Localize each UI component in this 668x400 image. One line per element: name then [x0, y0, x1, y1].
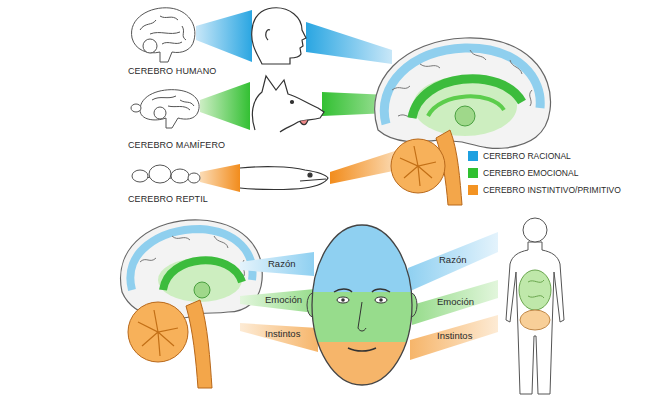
- legend-text: CEREBRO RACIONAL: [483, 151, 571, 161]
- sagittal-brain-small-part: [128, 302, 188, 362]
- light-beam-part: [306, 22, 392, 64]
- front-face-part: [379, 298, 383, 302]
- human-body: [506, 218, 564, 394]
- human-profile-part: [266, 30, 270, 40]
- front-face-part: [348, 348, 376, 351]
- front-face-part: [375, 297, 387, 303]
- light-beam-part: [240, 252, 314, 276]
- wolf-head-part: [300, 120, 308, 125]
- front-face-part: [300, 220, 430, 392]
- brain-caption: CEREBRO REPTIL: [128, 194, 208, 204]
- human-brain-sketch-part: [143, 39, 157, 53]
- reptile-brain-sketch-part: [149, 165, 171, 183]
- light-beam-part: [408, 232, 498, 292]
- human-body-part: [523, 218, 547, 242]
- snake-head-part: [308, 173, 312, 177]
- sagittal-brain-small-part: [158, 258, 242, 302]
- legend-text: CEREBRO INSTINTIVO/PRIMITIVO: [483, 185, 621, 195]
- front-face-part: [341, 298, 345, 302]
- snake-head: [240, 167, 328, 190]
- sagittal-brain: [375, 38, 551, 205]
- light-beam-part: [412, 280, 498, 325]
- human-body-part: [506, 242, 564, 394]
- legend-item: CEREBRO RACIONAL: [468, 151, 571, 161]
- mammal-brain-sketch-part: [154, 107, 166, 119]
- sagittal-brain-part: [455, 106, 475, 126]
- human-profile-part: [252, 8, 306, 64]
- light-beam-part: [410, 315, 498, 360]
- brain-caption: CEREBRO HUMANO: [128, 66, 216, 76]
- band-label: Instintos: [435, 331, 474, 342]
- light-beam-part: [200, 82, 250, 130]
- mammal-brain-sketch-part: [152, 96, 194, 110]
- front-face-part: [312, 225, 412, 385]
- legend-swatch: [468, 168, 478, 178]
- reptile-brain-sketch-part: [188, 173, 200, 183]
- human-brain-sketch-part: [140, 16, 186, 44]
- front-face-part: [337, 297, 349, 303]
- human-body-part: [520, 310, 550, 330]
- snake-head-part: [300, 179, 326, 181]
- sagittal-brain-part: [375, 38, 551, 149]
- human-profile: [252, 8, 306, 64]
- legend-item: CEREBRO EMOCIONAL: [468, 168, 578, 178]
- band-label: Emoción: [435, 297, 476, 308]
- front-face: [300, 220, 430, 392]
- reptile-brain-sketch-part: [132, 170, 148, 182]
- light-beam-part: [240, 289, 315, 313]
- band-label: Razón: [437, 255, 468, 266]
- sagittal-brain-small-part: [186, 300, 212, 388]
- light-beam-part: [196, 10, 252, 62]
- mammal-brain-sketch: [131, 90, 199, 128]
- sagittal-brain-small-part: [138, 310, 178, 356]
- front-face-part: [334, 289, 390, 292]
- human-brain-sketch-part: [132, 8, 195, 62]
- legend-item: CEREBRO INSTINTIVO/PRIMITIVO: [468, 185, 621, 195]
- snake-head-part: [240, 167, 328, 190]
- human-brain-sketch: [132, 8, 195, 62]
- front-face-part: [358, 302, 366, 331]
- brain-caption: CEREBRO MAMÍFERO: [128, 140, 225, 150]
- wolf-head-part: [291, 101, 294, 104]
- sagittal-brain-part: [400, 146, 436, 186]
- legend-text: CEREBRO EMOCIONAL: [483, 168, 578, 178]
- human-body-part: [528, 280, 544, 298]
- light-beam-part: [240, 323, 318, 352]
- wolf-head-part: [252, 76, 324, 132]
- human-body-part: [519, 270, 551, 310]
- reptile-brain-sketch-part: [171, 169, 189, 183]
- reptile-brain-sketch: [132, 165, 200, 183]
- front-face-part-part: [300, 292, 430, 342]
- band-label: Razón: [266, 259, 297, 270]
- band-label: Instintos: [263, 329, 302, 340]
- legend-swatch: [468, 151, 478, 161]
- mammal-brain-sketch-part: [131, 104, 141, 112]
- mammal-brain-sketch-part: [140, 90, 199, 128]
- band-label: Emoción: [263, 295, 304, 306]
- light-beam-part: [200, 164, 240, 192]
- sagittal-brain-part: [391, 139, 445, 193]
- wolf-head: [252, 76, 324, 132]
- light-beam-part: [330, 150, 398, 184]
- sagittal-brain-small-part: [194, 282, 210, 298]
- legend-swatch: [468, 185, 478, 195]
